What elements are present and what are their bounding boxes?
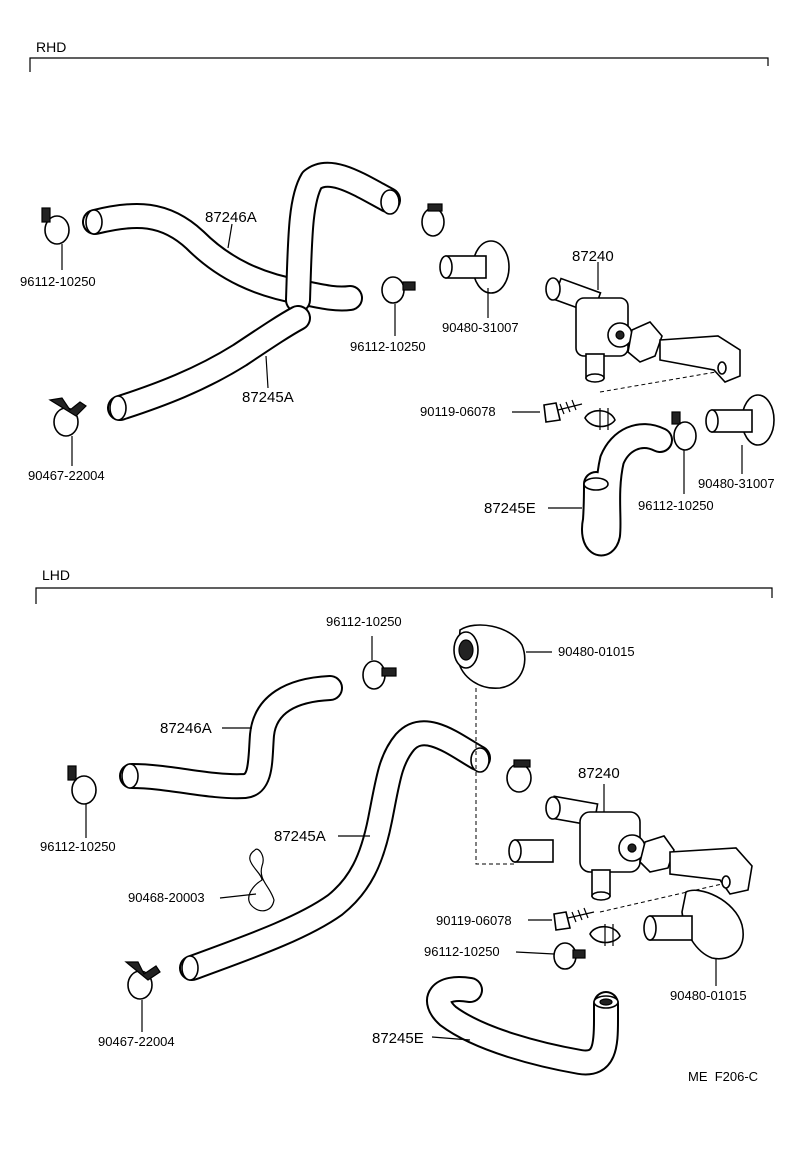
lhd-clip-90467 <box>124 961 161 1000</box>
lhd-section: LHD <box>35 567 773 1076</box>
rhd-hose-87245a <box>107 161 401 421</box>
lhd-wire-clamp <box>248 848 275 912</box>
lhd-label-87240: 87240 <box>578 765 620 782</box>
lhd-grommet-lower <box>643 889 744 960</box>
footer-code: ME F206-C <box>688 1069 758 1084</box>
lhd-leader-clamp-lower <box>515 951 555 955</box>
lhd-label-wire-clamp: 90468-20003 <box>128 890 205 905</box>
lhd-grommet-upper <box>453 624 526 689</box>
rhd-clamp-left <box>41 207 70 245</box>
rhd-clamp-lower <box>671 411 697 451</box>
lhd-hose-87246a <box>119 675 343 800</box>
rhd-clamp-mid <box>381 276 416 304</box>
lhd-label-clamp-top: 96112-10250 <box>326 614 402 629</box>
lhd-bracket-clip <box>589 924 621 946</box>
lhd-valve-87240 <box>508 795 753 901</box>
lhd-label-screw: 90119-06078 <box>436 913 512 928</box>
lhd-bracket-line <box>35 587 773 604</box>
lhd-section-title: LHD <box>42 567 70 583</box>
rhd-clamp-top <box>421 203 445 237</box>
rhd-valve-87240 <box>545 277 741 383</box>
rhd-hose-87245e <box>581 423 673 557</box>
lhd-label-grommet-lower: 90480-01015 <box>670 988 747 1003</box>
lhd-clamp-left <box>67 765 97 805</box>
rhd-grommet-upper <box>439 240 510 294</box>
lhd-label-grommet-upper: 90480-01015 <box>558 644 635 659</box>
rhd-label-87246a: 87246A <box>205 209 257 226</box>
lhd-label-clamp-left: 96112-10250 <box>40 839 116 854</box>
rhd-section: RHD <box>20 39 775 557</box>
lhd-hose-87245a <box>179 720 491 981</box>
lhd-label-87245e: 87245E <box>372 1030 424 1047</box>
lhd-label-87246a: 87246A <box>160 720 212 737</box>
lhd-dash-guide-upper <box>475 688 516 865</box>
lhd-hose-87245e <box>426 976 619 1076</box>
rhd-leader-87246a <box>227 223 233 249</box>
lhd-leader-wire-clamp <box>219 893 257 899</box>
lhd-clamp-lower <box>553 942 586 970</box>
rhd-label-clamp-lower: 96112-10250 <box>638 498 714 513</box>
rhd-label-87245e: 87245E <box>484 500 536 517</box>
lhd-screw <box>553 907 595 931</box>
lhd-label-clamp-lower: 96112-10250 <box>424 944 500 959</box>
lhd-clamp-mid <box>506 759 532 793</box>
rhd-bracket-line <box>29 57 769 72</box>
rhd-section-title: RHD <box>36 39 66 55</box>
lhd-label-clip: 90467-22004 <box>98 1034 175 1049</box>
rhd-screw <box>543 399 583 423</box>
rhd-hose-87246a <box>82 202 363 312</box>
lhd-clamp-top <box>362 660 397 690</box>
rhd-grommet-lower <box>705 394 775 446</box>
rhd-label-grommet-upper: 90480-31007 <box>442 320 519 335</box>
rhd-label-grommet-lower: 90480-31007 <box>698 476 775 491</box>
rhd-label-87245a: 87245A <box>242 389 294 406</box>
rhd-label-87240: 87240 <box>572 248 614 265</box>
lhd-label-87245a: 87245A <box>274 828 326 845</box>
lhd-leader-87245e <box>431 1036 471 1041</box>
rhd-clip-90467 <box>48 397 87 437</box>
rhd-leader-87245a <box>265 355 269 389</box>
rhd-bracket-clip <box>584 408 616 430</box>
rhd-label-clamp-left: 96112-10250 <box>20 274 96 289</box>
rhd-dash-guide <box>599 371 717 393</box>
rhd-label-clamp-mid: 96112-10250 <box>350 339 426 354</box>
rhd-label-clip: 90467-22004 <box>28 468 105 483</box>
rhd-label-screw: 90119-06078 <box>420 404 496 419</box>
